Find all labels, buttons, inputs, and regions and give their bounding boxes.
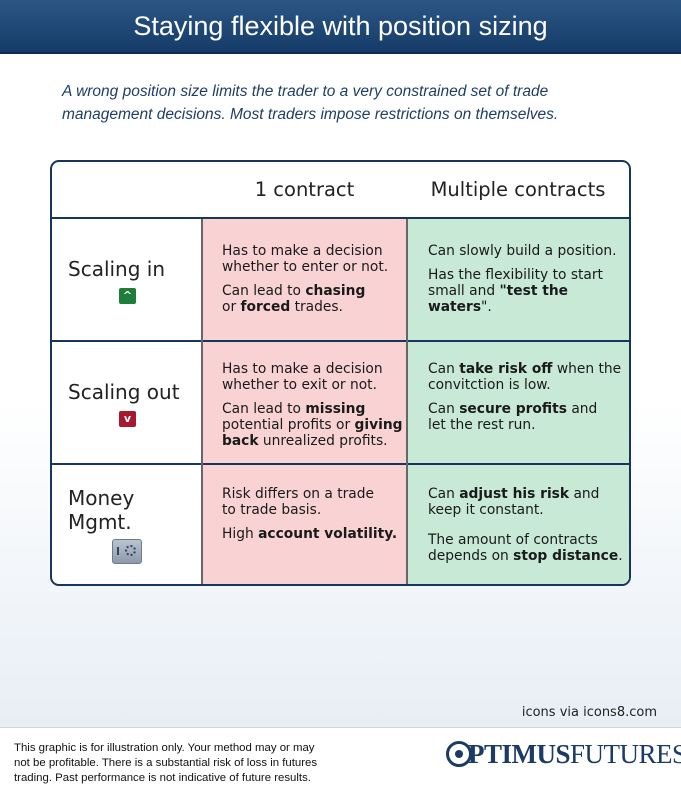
page-title: Staying flexible with position sizing xyxy=(0,0,681,54)
scaling-in-multiple-contracts-text: Can slowly build a position. Has the fle… xyxy=(428,243,617,315)
brand-name: PTIMUSFUTURES xyxy=(468,739,681,769)
header-divider xyxy=(52,217,629,219)
column-divider xyxy=(406,219,408,584)
scaling-out-multiple-contracts-text: Can take risk off when the convitction i… xyxy=(428,361,622,433)
row-divider xyxy=(52,340,629,342)
money-mgmt-multiple-contracts-text: Can adjust his risk and keep it constant… xyxy=(428,486,623,564)
optimus-futures-logo: PTIMUSFUTURES xyxy=(446,738,681,770)
row-label-money-mgmt: Money Mgmt. xyxy=(68,486,135,534)
multiple-contracts-column xyxy=(407,219,629,584)
intro-line: A wrong position size limits the trader … xyxy=(62,83,549,100)
arrow-up-icon: ^ xyxy=(119,288,136,304)
comparison-table: 1 contract Multiple contracts Scaling in… xyxy=(50,160,631,586)
intro-line: management decisions. Most traders impos… xyxy=(62,106,559,123)
money-mgmt-one-contract-text: Risk differs on a trade to trade basis. … xyxy=(222,486,398,542)
footer: This graphic is for illustration only. Y… xyxy=(0,727,681,791)
intro-text: A wrong position size limits the trader … xyxy=(62,80,622,126)
column-header-one-contract: 1 contract xyxy=(254,178,355,201)
row-label-scaling-out: Scaling out xyxy=(68,380,180,404)
safe-icon xyxy=(112,539,142,564)
logo-o-icon xyxy=(446,741,472,767)
icon-credit: icons via icons8.com xyxy=(521,705,657,720)
arrow-down-icon: v xyxy=(119,411,136,427)
column-divider xyxy=(201,219,203,584)
disclaimer: This graphic is for illustration only. Y… xyxy=(14,742,318,784)
one-contract-column xyxy=(202,219,407,584)
scaling-in-one-contract-text: Has to make a decision whether to enter … xyxy=(222,243,389,315)
row-divider xyxy=(52,463,629,465)
column-header-multiple-contracts: Multiple contracts xyxy=(430,178,606,201)
scaling-out-one-contract-text: Has to make a decision whether to exit o… xyxy=(222,361,403,449)
row-label-scaling-in: Scaling in xyxy=(68,257,166,281)
